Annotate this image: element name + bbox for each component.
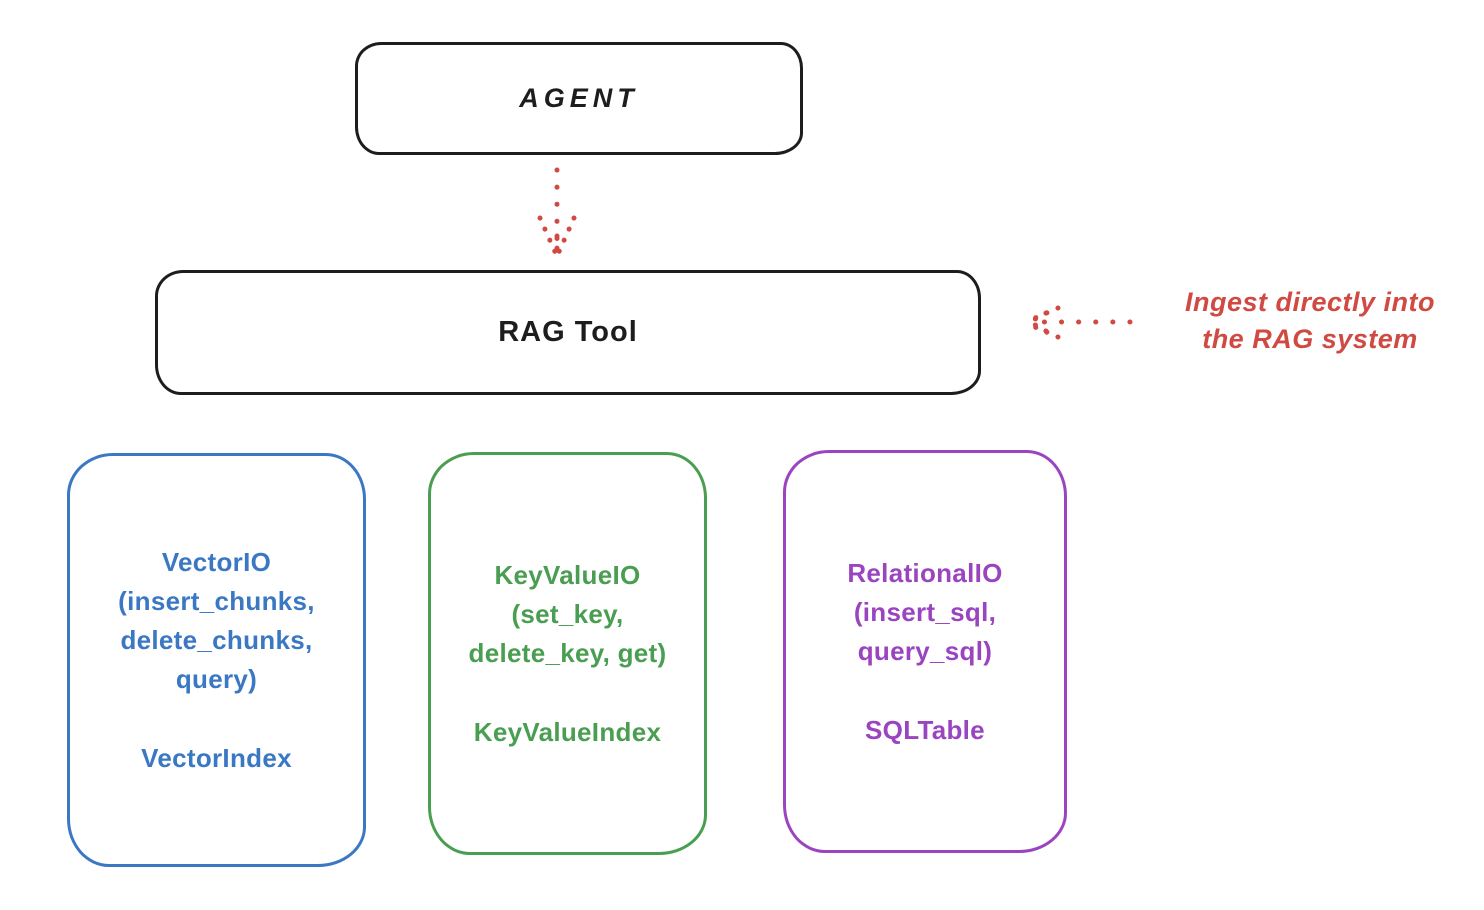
vector-io-node: VectorIO (insert_chunks, delete_chunks, … <box>67 453 366 867</box>
node-text-line: VectorIO <box>161 546 272 577</box>
sql-table-label: SQLTable <box>865 714 985 745</box>
agent-label: AGENT <box>519 83 639 113</box>
rag-tool-label: RAG Tool <box>498 316 638 348</box>
relational-io-text: RelationalIO (insert_sql, query_sql) SQL… <box>847 554 1002 750</box>
node-text-line: KeyValueIO <box>494 559 641 590</box>
node-text-line: delete_chunks, <box>120 624 313 655</box>
node-text-line: (set_key, <box>511 598 624 629</box>
vector-io-text: VectorIO (insert_chunks, delete_chunks, … <box>118 543 315 778</box>
node-text-line: RelationalIO <box>847 557 1003 588</box>
node-text-line: query) <box>175 663 258 694</box>
node-text-line: delete_key, get) <box>468 637 667 668</box>
node-text-line: (insert_sql, <box>853 596 997 627</box>
annotation-to-rag-arrow <box>1025 305 1133 340</box>
key-value-io-node: KeyValueIO (set_key, delete_key, get) Ke… <box>428 452 707 855</box>
annotation-line: Ingest directly into <box>1184 287 1436 317</box>
vector-index-label: VectorIndex <box>141 742 292 773</box>
rag-tool-node: RAG Tool <box>155 270 981 395</box>
key-value-index-label: KeyValueIndex <box>473 716 662 747</box>
node-text-line: query_sql) <box>857 635 993 666</box>
relational-io-node: RelationalIO (insert_sql, query_sql) SQL… <box>783 450 1067 853</box>
node-text-line: (insert_chunks, <box>118 585 315 616</box>
annotation-text: Ingest directly into the RAG system <box>1140 284 1480 358</box>
key-value-io-text: KeyValueIO (set_key, delete_key, get) Ke… <box>469 556 667 752</box>
agent-node: AGENT <box>355 42 803 155</box>
agent-to-rag-arrow <box>537 167 577 259</box>
annotation-line: the RAG system <box>1202 324 1418 354</box>
